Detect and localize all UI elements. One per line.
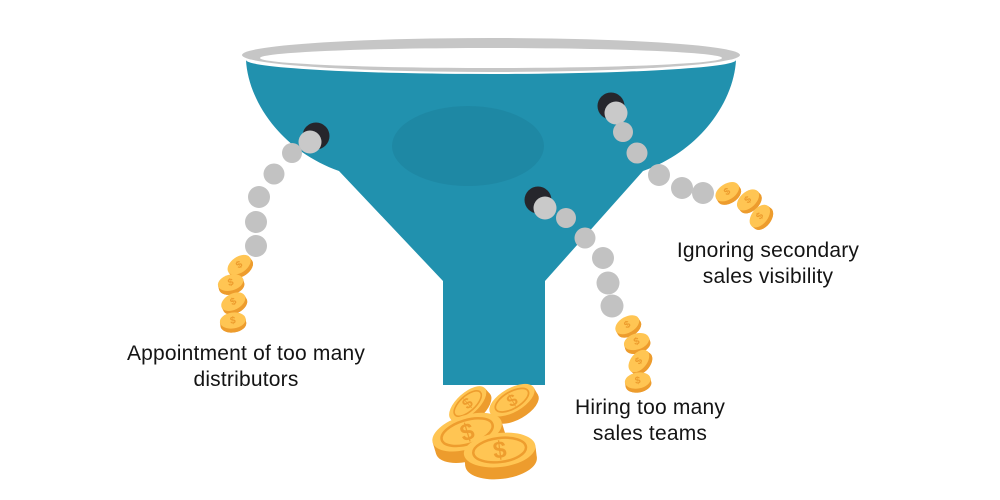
dollar-glyph: $ (633, 355, 645, 367)
coin-icon: $ (736, 189, 762, 214)
funnel-body (246, 60, 736, 385)
dollar-glyph: $ (743, 194, 755, 206)
coin-face (736, 189, 760, 211)
trail-dot (596, 271, 620, 295)
dollar-glyph: $ (632, 336, 641, 348)
leak-trail-right (613, 122, 714, 204)
coin-icon: $ (221, 292, 248, 315)
coin-icon: $ (715, 182, 742, 205)
trail-dot (556, 208, 576, 228)
coin-face (463, 432, 536, 468)
label-secondary-sales-visibility: Ignoring secondary sales visibility (618, 238, 918, 290)
coin-face (623, 332, 650, 351)
coin-icon: $ (749, 204, 774, 230)
coin-icon: $ (615, 315, 642, 338)
label-too-many-sales-teams: Hiring too many sales teams (500, 395, 800, 447)
dollar-glyph: $ (634, 375, 642, 387)
label-line: distributors (193, 368, 299, 391)
dollar-glyph: $ (491, 436, 508, 465)
coin-face (449, 386, 487, 421)
label-line: Ignoring secondary (676, 239, 860, 262)
coin-face (221, 292, 246, 312)
trail-dot (626, 142, 648, 164)
coin-icon: $ (628, 349, 653, 375)
coin-face (624, 372, 651, 389)
trail-dot (600, 294, 624, 318)
dollar-glyph: $ (229, 315, 236, 327)
leak-hole-right (597, 92, 628, 125)
trail-dot (613, 122, 633, 142)
dollar-glyph: $ (228, 296, 238, 309)
label-line: Appointment of too many (126, 342, 366, 365)
label-too-many-distributors: Appointment of too many distributors (96, 341, 396, 393)
escaping-ball-icon (604, 101, 628, 125)
coin-face (749, 204, 771, 228)
coin-rim-ring (453, 390, 483, 418)
label-line: sales visibility (702, 265, 834, 288)
dollar-glyph: $ (722, 186, 733, 199)
coin-face (217, 274, 244, 291)
trail-dot (245, 235, 267, 257)
coin-rim-ring (472, 436, 528, 464)
coin-face (715, 182, 740, 202)
leak-hole-middle (524, 186, 557, 220)
funnel-rim-inner (260, 48, 722, 68)
leak-hole-left (298, 122, 330, 154)
label-line: sales teams (592, 422, 708, 445)
coin-face (227, 254, 251, 275)
coin-rim-ring (494, 387, 530, 413)
trail-dot (671, 177, 693, 199)
coin-face (489, 383, 535, 417)
label-line: Hiring too many (574, 396, 726, 419)
coin-face (219, 312, 246, 329)
funnel-inner-shade (392, 106, 544, 186)
trail-dot (648, 164, 670, 186)
coin-icon: $ (623, 332, 651, 354)
trail-dot (245, 211, 267, 233)
coin-icon: $ (624, 372, 652, 393)
trail-dot (248, 186, 270, 208)
dollar-glyph: $ (754, 210, 766, 222)
leak-trail-left (245, 143, 302, 257)
coin-icon: $ (217, 274, 245, 295)
trail-dot (574, 227, 596, 249)
trail-dot (263, 163, 285, 185)
big-coin-icon: $ (463, 432, 537, 480)
escaping-ball-icon (533, 196, 557, 220)
dollar-glyph: $ (227, 277, 236, 289)
coin-icon: $ (227, 254, 254, 278)
trail-dot (692, 182, 714, 204)
dollar-glyph: $ (234, 259, 245, 271)
dollar-glyph: $ (622, 319, 633, 332)
trail-dot (282, 143, 302, 163)
trail-dot (592, 247, 614, 269)
big-coin-icon: $ (489, 383, 539, 424)
coin-icon: $ (219, 312, 247, 333)
escaping-ball-icon (298, 130, 322, 154)
coin-face (628, 349, 650, 373)
coin-face (615, 315, 640, 335)
leak-trail-middle (556, 208, 624, 318)
